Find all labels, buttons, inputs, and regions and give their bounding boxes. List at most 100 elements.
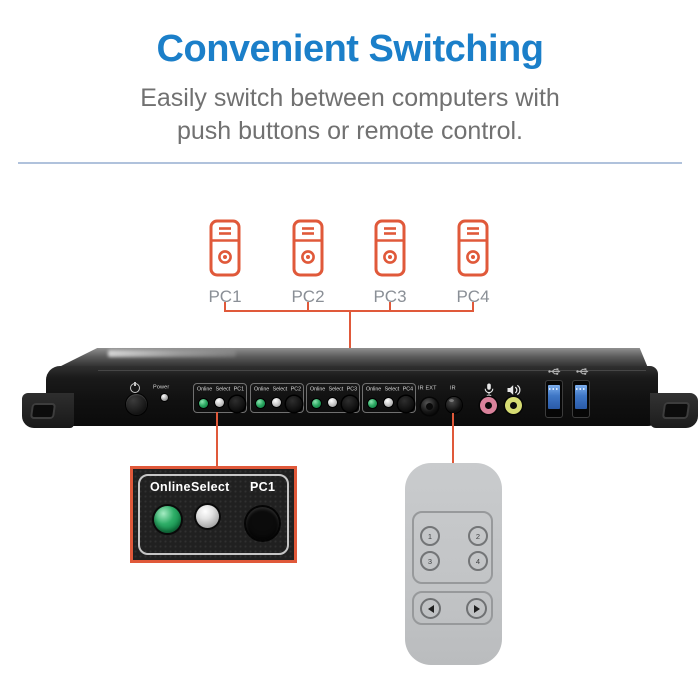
- pc-label: PC1: [233, 386, 244, 392]
- pc-tower-icon: [209, 219, 241, 277]
- ir-receiver: [446, 397, 462, 413]
- inset-pc-select-button: [246, 507, 279, 540]
- usb-pins: [549, 388, 559, 390]
- remote-numpad-section: 1 2 3 4: [412, 511, 493, 584]
- port-group-labels: Online Select PC4: [366, 386, 413, 392]
- remote-button-1: 1: [420, 526, 440, 546]
- usb-icon: [548, 368, 561, 375]
- port-group-zoom-inset: Online Select PC1: [130, 466, 297, 563]
- pc-group: PC4: [431, 219, 515, 307]
- online-led: [256, 399, 265, 408]
- port-group-labels: Online Select PC3: [310, 386, 357, 392]
- select-label: Select: [328, 386, 344, 392]
- mic-icon: [484, 383, 494, 396]
- port-group-2: Online Select PC2: [250, 383, 304, 413]
- panel-seam-line: [98, 370, 646, 371]
- pc-group: PC1: [183, 219, 267, 307]
- pc-tower-icon: [292, 219, 324, 277]
- port-group-labels: Online Select PC2: [254, 386, 301, 392]
- rack-ear-right-slot: [661, 402, 691, 419]
- ir-label: IR: [450, 385, 456, 391]
- pc-select-button: [398, 396, 414, 412]
- power-icon: [130, 382, 140, 393]
- pc-tower-icon: [457, 219, 489, 277]
- jack-hole: [485, 402, 492, 409]
- connector-tick-pc2: [307, 302, 309, 311]
- select-led: [215, 398, 224, 407]
- inset-select-led: [196, 505, 219, 528]
- power-button: [126, 394, 147, 415]
- subtitle-line-2: push buttons or remote control.: [176, 117, 524, 145]
- pc-select-button: [229, 396, 245, 412]
- page-title: Convenient Switching: [156, 28, 544, 70]
- pc-label: PC2: [291, 287, 325, 306]
- pc-group: PC3: [348, 219, 432, 307]
- inset-inner-outline: [138, 474, 289, 555]
- online-led: [199, 399, 208, 408]
- pc-label: PC4: [402, 386, 413, 392]
- inset-select-label: Select: [191, 480, 230, 494]
- ir-ext-jack: [421, 398, 438, 415]
- arrow-right-icon: [473, 604, 480, 613]
- online-led: [368, 399, 377, 408]
- port-group-4: Online Select PC4: [362, 383, 416, 413]
- arrow-left-icon: [427, 604, 434, 613]
- remote-button-2-label: 2: [475, 531, 481, 541]
- remote-prev-button: [420, 598, 441, 619]
- select-label: Select: [215, 386, 231, 392]
- connector-stem-line: [349, 311, 351, 350]
- pc-label: PC1: [208, 287, 242, 306]
- pc-label: PC4: [456, 287, 490, 306]
- inset-online-led: [154, 506, 181, 533]
- inset-pc-label: PC1: [250, 480, 276, 494]
- speaker-icon: [507, 384, 521, 396]
- usb-tongue: [548, 385, 560, 409]
- power-icon-line: [134, 382, 136, 386]
- jack-hole: [426, 403, 433, 410]
- ir-receiver-gloss: [449, 399, 454, 402]
- speaker-jack: [505, 397, 522, 414]
- remote-button-3: 3: [420, 551, 440, 571]
- remote-button-4: 4: [468, 551, 488, 571]
- port-group-labels: Online Select PC1: [197, 386, 244, 392]
- ir-ext-label: IR EXT: [418, 385, 437, 391]
- online-label: Online: [254, 386, 270, 392]
- remote-button-1-label: 1: [427, 531, 433, 541]
- connector-tick-pc3: [389, 302, 391, 311]
- pc-label: PC3: [373, 287, 407, 306]
- usb-icon: [576, 368, 589, 375]
- mic-jack: [480, 397, 497, 414]
- usb-port-1: [545, 380, 563, 418]
- remote-nav-section: [412, 591, 493, 625]
- connector-tick-pc1: [224, 302, 226, 311]
- online-label: Online: [197, 386, 213, 392]
- select-led: [328, 398, 337, 407]
- callout-line-inset: [216, 412, 218, 468]
- power-led: [161, 394, 168, 401]
- select-label: Select: [272, 386, 288, 392]
- pc-label: PC2: [290, 386, 301, 392]
- usb-port-2: [572, 380, 590, 418]
- connector-tick-pc4: [472, 302, 474, 311]
- port-group-1: Online Select PC1: [193, 383, 247, 413]
- remote-next-button: [466, 598, 487, 619]
- rack-ear-left-slot: [29, 403, 57, 419]
- pc-select-button: [286, 396, 302, 412]
- section-divider: [18, 162, 682, 164]
- online-led: [312, 399, 321, 408]
- pc-select-button: [342, 396, 358, 412]
- jack-hole: [510, 402, 517, 409]
- online-label: Online: [310, 386, 326, 392]
- power-label: Power: [153, 384, 170, 390]
- pc-tower-icon: [374, 219, 406, 277]
- subtitle-line-1: Easily switch between computers with: [140, 84, 560, 112]
- remote-button-2: 2: [468, 526, 488, 546]
- pc-group: PC2: [266, 219, 350, 307]
- remote-control: 1 2 3 4: [405, 463, 502, 665]
- page-subtitle: Easily switch between computers with pus…: [0, 82, 700, 148]
- remote-button-3-label: 3: [427, 556, 433, 566]
- remote-button-4-label: 4: [475, 556, 481, 566]
- online-label: Online: [366, 386, 382, 392]
- select-label: Select: [384, 386, 400, 392]
